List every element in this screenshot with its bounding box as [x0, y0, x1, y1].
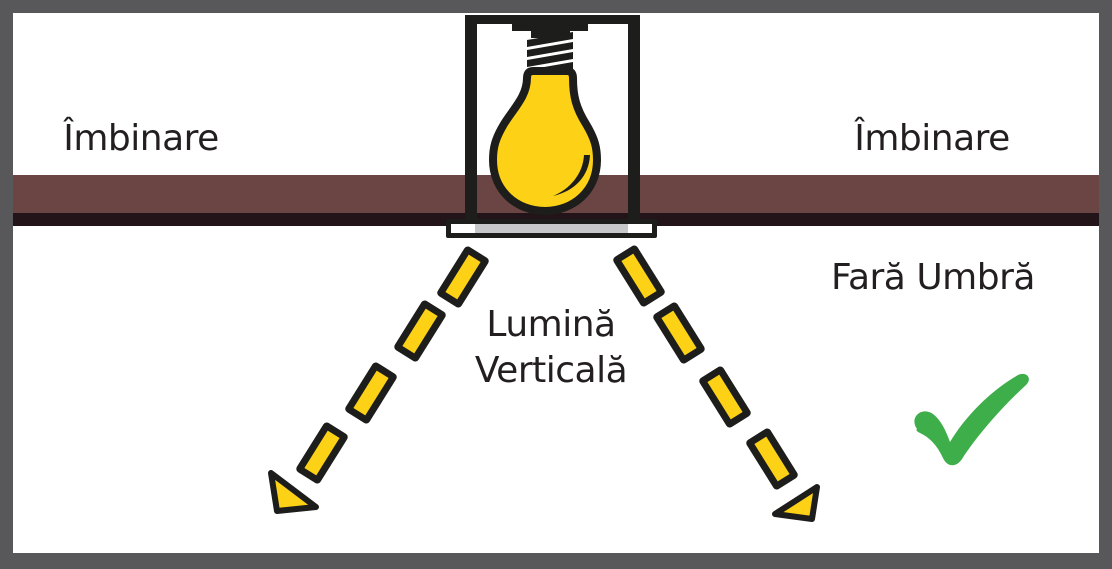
label-vertical-light-line2: Verticală [474, 350, 628, 391]
ceiling-band [13, 175, 1099, 213]
label-joint-right: Îmbinare [854, 118, 1010, 159]
fixture-frame-top [465, 15, 640, 24]
fixture-socket-tab [531, 31, 570, 38]
trim-plate [475, 224, 628, 233]
ceiling-trim [446, 219, 657, 238]
fixture-frame-left [465, 15, 477, 221]
fixture-frame-right [628, 15, 640, 221]
label-no-shadow: Fară Umbră [831, 257, 1035, 298]
label-joint-left: Îmbinare [63, 118, 219, 159]
label-vertical-light: Lumină Verticală [474, 302, 628, 394]
fixture-socket-cap [512, 22, 588, 31]
label-vertical-light-line1: Lumină [486, 304, 616, 345]
